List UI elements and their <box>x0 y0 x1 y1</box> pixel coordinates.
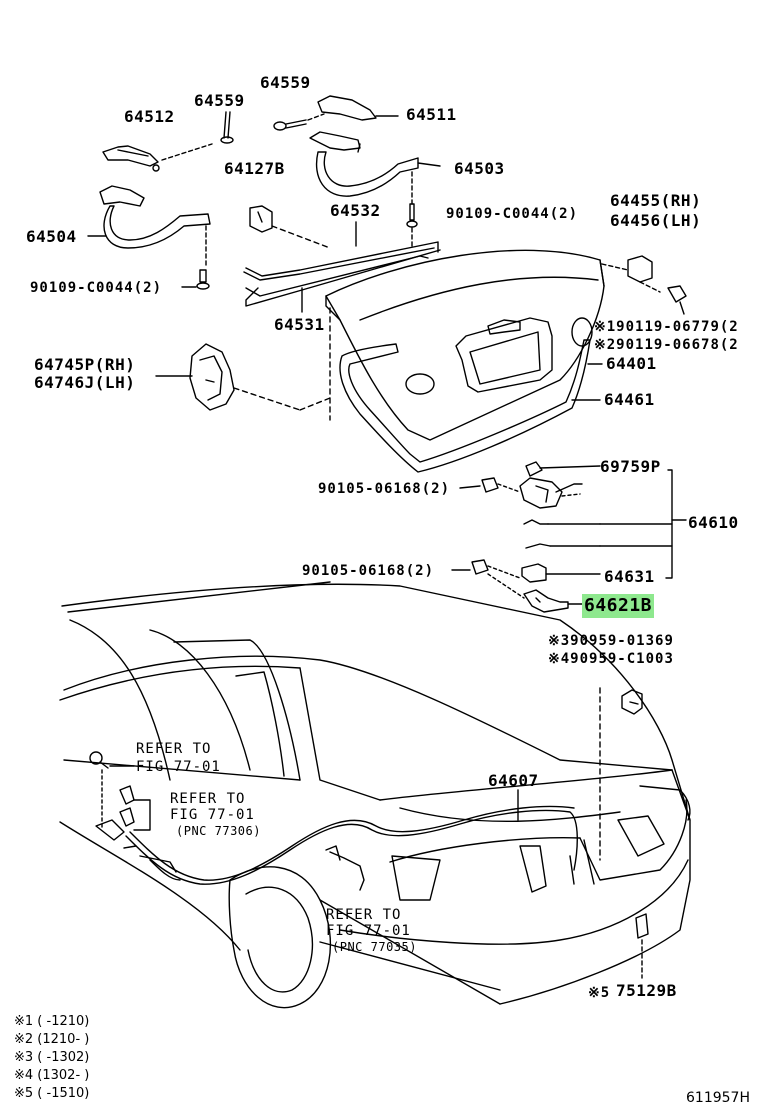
label-64512: 64512 <box>124 107 175 126</box>
footnote-4: ※4 (1302- ) <box>14 1068 90 1083</box>
screw-90119 <box>667 285 687 315</box>
label-90959-3: ※390959-01369 <box>548 633 674 649</box>
label-64745p-rh: 64745P(RH) <box>34 355 136 374</box>
callout-bracket-64610 <box>599 469 687 579</box>
footnote-5: ※5 ( -1510) <box>14 1086 90 1101</box>
opener-parts-left <box>89 751 181 881</box>
hinge-arm-64503 <box>309 131 441 205</box>
hinge-arm-64504 <box>87 185 211 269</box>
torsion-bar-64531 <box>245 249 441 313</box>
refer-fig-mid-line1: REFER TO <box>170 791 246 807</box>
footnote-1: ※1 ( -1210) <box>14 1014 90 1029</box>
bolt-64559-left <box>161 111 234 161</box>
cable-64607 <box>125 789 578 885</box>
label-64532: 64532 <box>330 201 381 220</box>
stopper-64745p <box>155 307 331 421</box>
cushion-64127b <box>249 205 331 249</box>
label-64461: 64461 <box>604 390 655 409</box>
refer-fig-left-line1: REFER TO <box>136 741 212 757</box>
label-64531: 64531 <box>274 315 325 334</box>
label-64559-right: 64559 <box>260 73 311 92</box>
label-64610: 64610 <box>688 513 739 532</box>
refer-fig-bottom-line1: REFER TO <box>326 907 402 923</box>
refer-fig-mid-line2: FIG 77-01 <box>170 807 255 823</box>
label-75129b: 75129B <box>616 981 677 1000</box>
bolt-90105-upper <box>459 477 521 493</box>
label-69759p: 69759P <box>600 457 661 476</box>
label-64503: 64503 <box>454 159 505 178</box>
label-64511: 64511 <box>406 105 457 124</box>
label-64455-rh: 64455(RH) <box>610 191 702 210</box>
label-64746j-lh: 64746J(LH) <box>34 373 136 392</box>
bracket-64455 <box>601 255 661 293</box>
refer-fig-bottom-pnc: (PNC 77035) <box>332 940 417 954</box>
car-body <box>59 581 691 1009</box>
bolt-90105-lower <box>451 559 525 599</box>
label-90119-2: ※290119-06678(2 <box>594 337 739 353</box>
trunk-lid-64401 <box>325 249 605 441</box>
label-64559-left: 64559 <box>194 91 245 110</box>
label-64631: 64631 <box>604 567 655 586</box>
label-64127b: 64127B <box>224 159 285 178</box>
bolt-90109-lower <box>181 269 210 290</box>
label-64504: 64504 <box>26 227 77 246</box>
refer-fig-bottom-line2: FIG 77-01 <box>326 923 411 939</box>
footnote-2: ※2 (1210- ) <box>14 1032 90 1047</box>
label-90959-4: ※490959-C1003 <box>548 651 674 667</box>
cover-75129b <box>635 913 649 979</box>
weatherstrip-64461 <box>339 339 601 473</box>
hinge-64512 <box>102 145 160 172</box>
bolt-90109-upper <box>406 203 418 247</box>
label-90105-lower: 90105-06168(2) <box>302 563 435 579</box>
label-64607: 64607 <box>488 771 539 790</box>
label-64621b-highlighted[interactable]: 64621B <box>582 594 655 618</box>
label-64401: 64401 <box>606 354 657 373</box>
bracket-90959 <box>599 687 643 861</box>
refer-fig-mid-pnc: (PNC 77306) <box>176 824 261 838</box>
cable-end-connector <box>325 845 365 891</box>
label-75129b-mark: ※5 <box>588 985 611 1001</box>
label-90109-upper: 90109-C0044(2) <box>446 206 579 222</box>
bolt-64559-right <box>273 113 325 131</box>
lock-assembly-64610 <box>519 461 601 613</box>
figure-code: 611957H <box>686 1090 750 1106</box>
label-90119-1: ※190119-06779(2 <box>594 319 739 335</box>
refer-fig-left-line2: FIG 77-01 <box>136 759 221 775</box>
label-64456-lh: 64456(LH) <box>610 211 702 230</box>
hinge-64511 <box>317 95 399 121</box>
label-90105-upper: 90105-06168(2) <box>318 481 451 497</box>
torsion-bar-64532 <box>243 221 439 297</box>
label-90109-lower: 90109-C0044(2) <box>30 280 163 296</box>
footnote-3: ※3 ( -1302) <box>14 1050 90 1065</box>
